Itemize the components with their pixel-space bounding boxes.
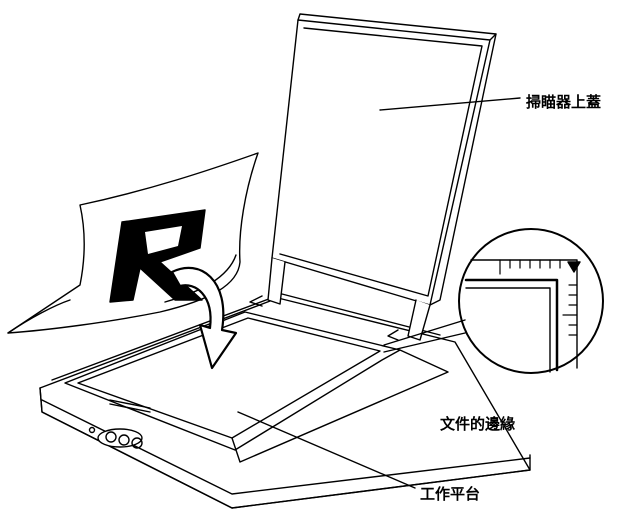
- magnified-corner-icon: [458, 228, 604, 374]
- scanner-lid: [249, 13, 497, 341]
- scanner-base: [39, 293, 531, 509]
- document-edge-label: 文件的邊緣: [440, 415, 516, 433]
- curved-down-arrow-icon: [170, 266, 238, 370]
- scanner-lid-label: 掃瞄器上蓋: [526, 93, 602, 111]
- glass-leader-line: [237, 411, 416, 489]
- document-letter-icon: [109, 209, 206, 303]
- lid-leader-line: [379, 97, 521, 111]
- document-table-label: 工作平台: [420, 485, 481, 503]
- edge-leader-line: [383, 319, 466, 353]
